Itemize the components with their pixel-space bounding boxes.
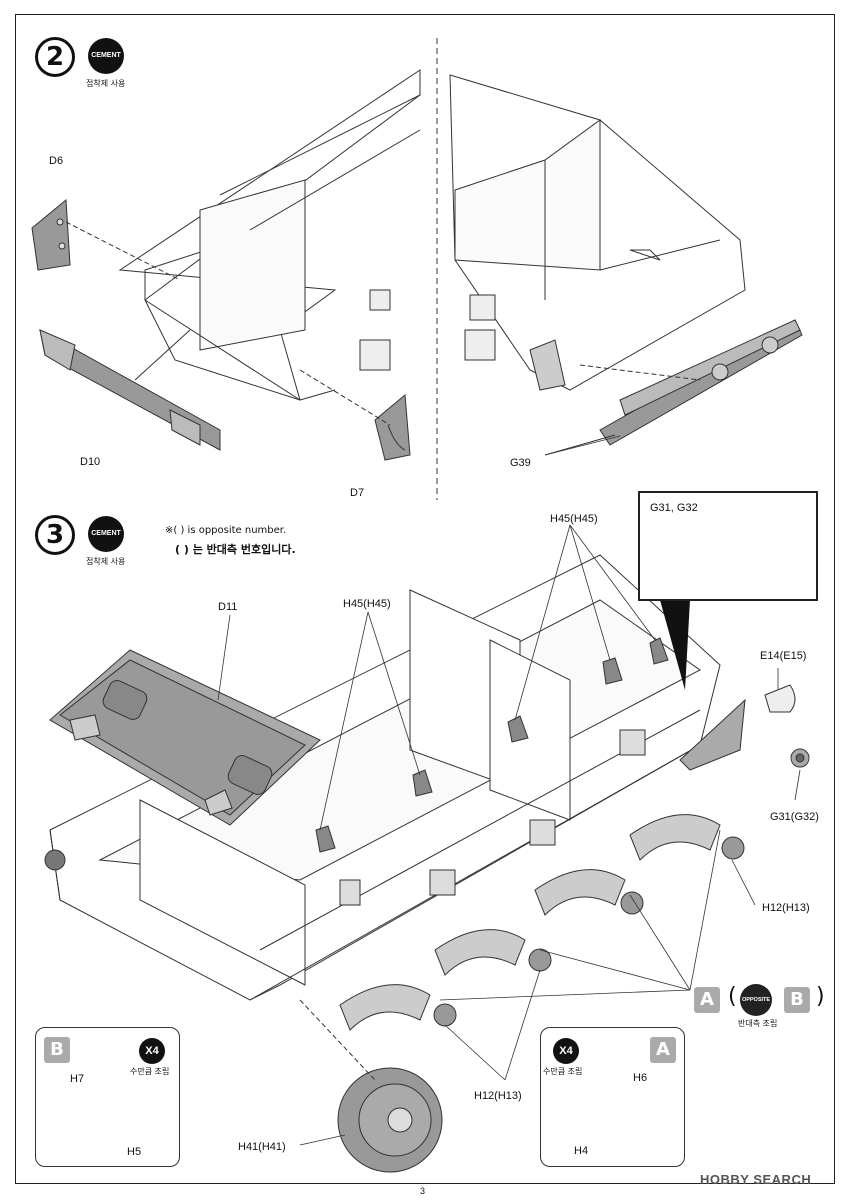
label-g31-g32: G31, G32 — [650, 502, 698, 514]
zoom-callout-pointer — [660, 600, 690, 690]
x4-caption: 수만큼 조립 — [543, 1067, 583, 1076]
part-d7 — [299, 369, 411, 461]
x4-caption: 수만큼 조립 — [130, 1067, 170, 1076]
label-h45-top: H45(H45) — [550, 513, 598, 525]
cement-caption: 접착제 사용 — [86, 79, 126, 88]
x4-icon: X4 — [139, 1038, 165, 1064]
label-h6: H6 — [633, 1072, 648, 1084]
step-3-number: 3 — [35, 515, 75, 555]
hull-rear-drawing — [449, 74, 746, 391]
opposite-icon: OPPOSITE — [740, 984, 772, 1016]
zoom-detail-box — [638, 491, 818, 601]
suspension-units — [339, 814, 721, 1031]
label-d6: D6 — [49, 155, 64, 167]
paren-open: ( — [728, 984, 737, 1009]
page-frame — [15, 14, 835, 1184]
x4-icon: X4 — [553, 1038, 579, 1064]
label-h45-left: H45(H45) — [343, 598, 391, 610]
part-h41 — [299, 999, 443, 1173]
opposite-note-en: ※( ) is opposite number. — [165, 525, 287, 536]
part-d11 — [49, 649, 321, 826]
paren-close: ) — [816, 984, 825, 1009]
return-rollers — [315, 637, 669, 853]
label-h5: H5 — [127, 1146, 142, 1158]
hull-front-drawing — [118, 69, 421, 401]
label-h12-right: H12(H13) — [762, 902, 810, 914]
h12-hubs — [433, 836, 745, 1027]
label-h4: H4 — [574, 1145, 589, 1157]
part-d6 — [31, 198, 181, 281]
opposite-caption: 반대측 조립 — [738, 1019, 778, 1028]
label-d10: D10 — [80, 456, 101, 468]
opposite-note-kr: ( ) 는 반대측 번호입니다. — [175, 543, 296, 556]
part-g39 — [544, 319, 803, 456]
label-g31: G31(G32) — [770, 811, 819, 823]
label-d11: D11 — [218, 601, 238, 613]
cement-icon: CEMENT — [88, 516, 124, 552]
label-h41: H41(H41) — [238, 1141, 286, 1153]
label-d7: D7 — [350, 487, 365, 499]
label-h12-bottom: H12(H13) — [474, 1090, 522, 1102]
leader-lines — [217, 435, 801, 1146]
letter-b-badge: B — [784, 987, 810, 1013]
label-g39: G39 — [510, 457, 531, 469]
step-2-number: 2 — [35, 37, 75, 77]
label-e14: E14(E15) — [760, 650, 807, 662]
inset-a-letter: A — [650, 1037, 676, 1063]
cement-caption: 접착제 사용 — [86, 557, 126, 566]
watermark: HOBBY SEARCH — [700, 1172, 812, 1187]
part-d10 — [39, 329, 221, 451]
label-h7: H7 — [70, 1073, 85, 1085]
page-number: 3 — [420, 1186, 426, 1196]
hull-side-drawing — [44, 249, 746, 1001]
parts-e14-g31 — [764, 684, 810, 768]
cement-icon: CEMENT — [88, 38, 124, 74]
inset-b-letter: B — [44, 1037, 70, 1063]
letter-a-badge: A — [694, 987, 720, 1013]
